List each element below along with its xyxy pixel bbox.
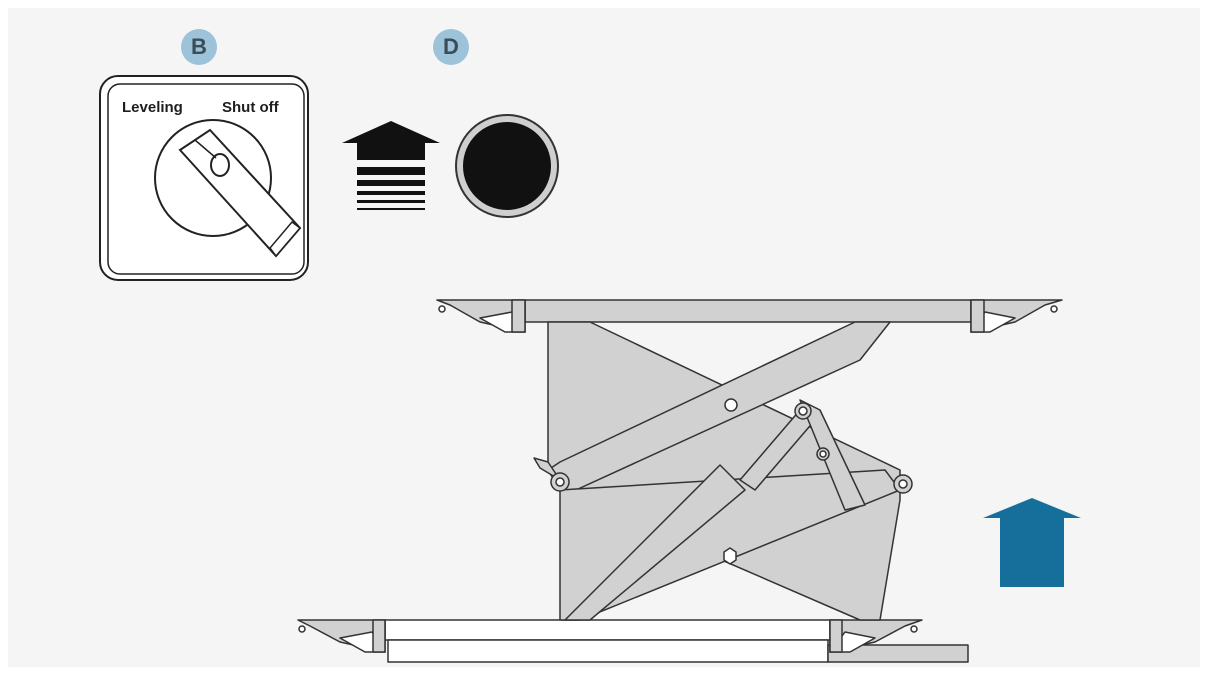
selector-switch-icon[interactable]: Leveling Shut off [99, 75, 309, 281]
scissor-lift-icon [297, 299, 1063, 663]
switch-label-shutoff: Shut off [222, 99, 280, 116]
switch-label-leveling: Leveling [122, 99, 183, 116]
lift-direction-arrow-icon [983, 498, 1081, 587]
raise-arrow-icon [342, 121, 440, 210]
badge-b: B [181, 29, 217, 65]
push-button-icon[interactable] [455, 114, 559, 218]
switch-knob-icon[interactable] [178, 128, 302, 258]
badge-d: D [433, 29, 469, 65]
